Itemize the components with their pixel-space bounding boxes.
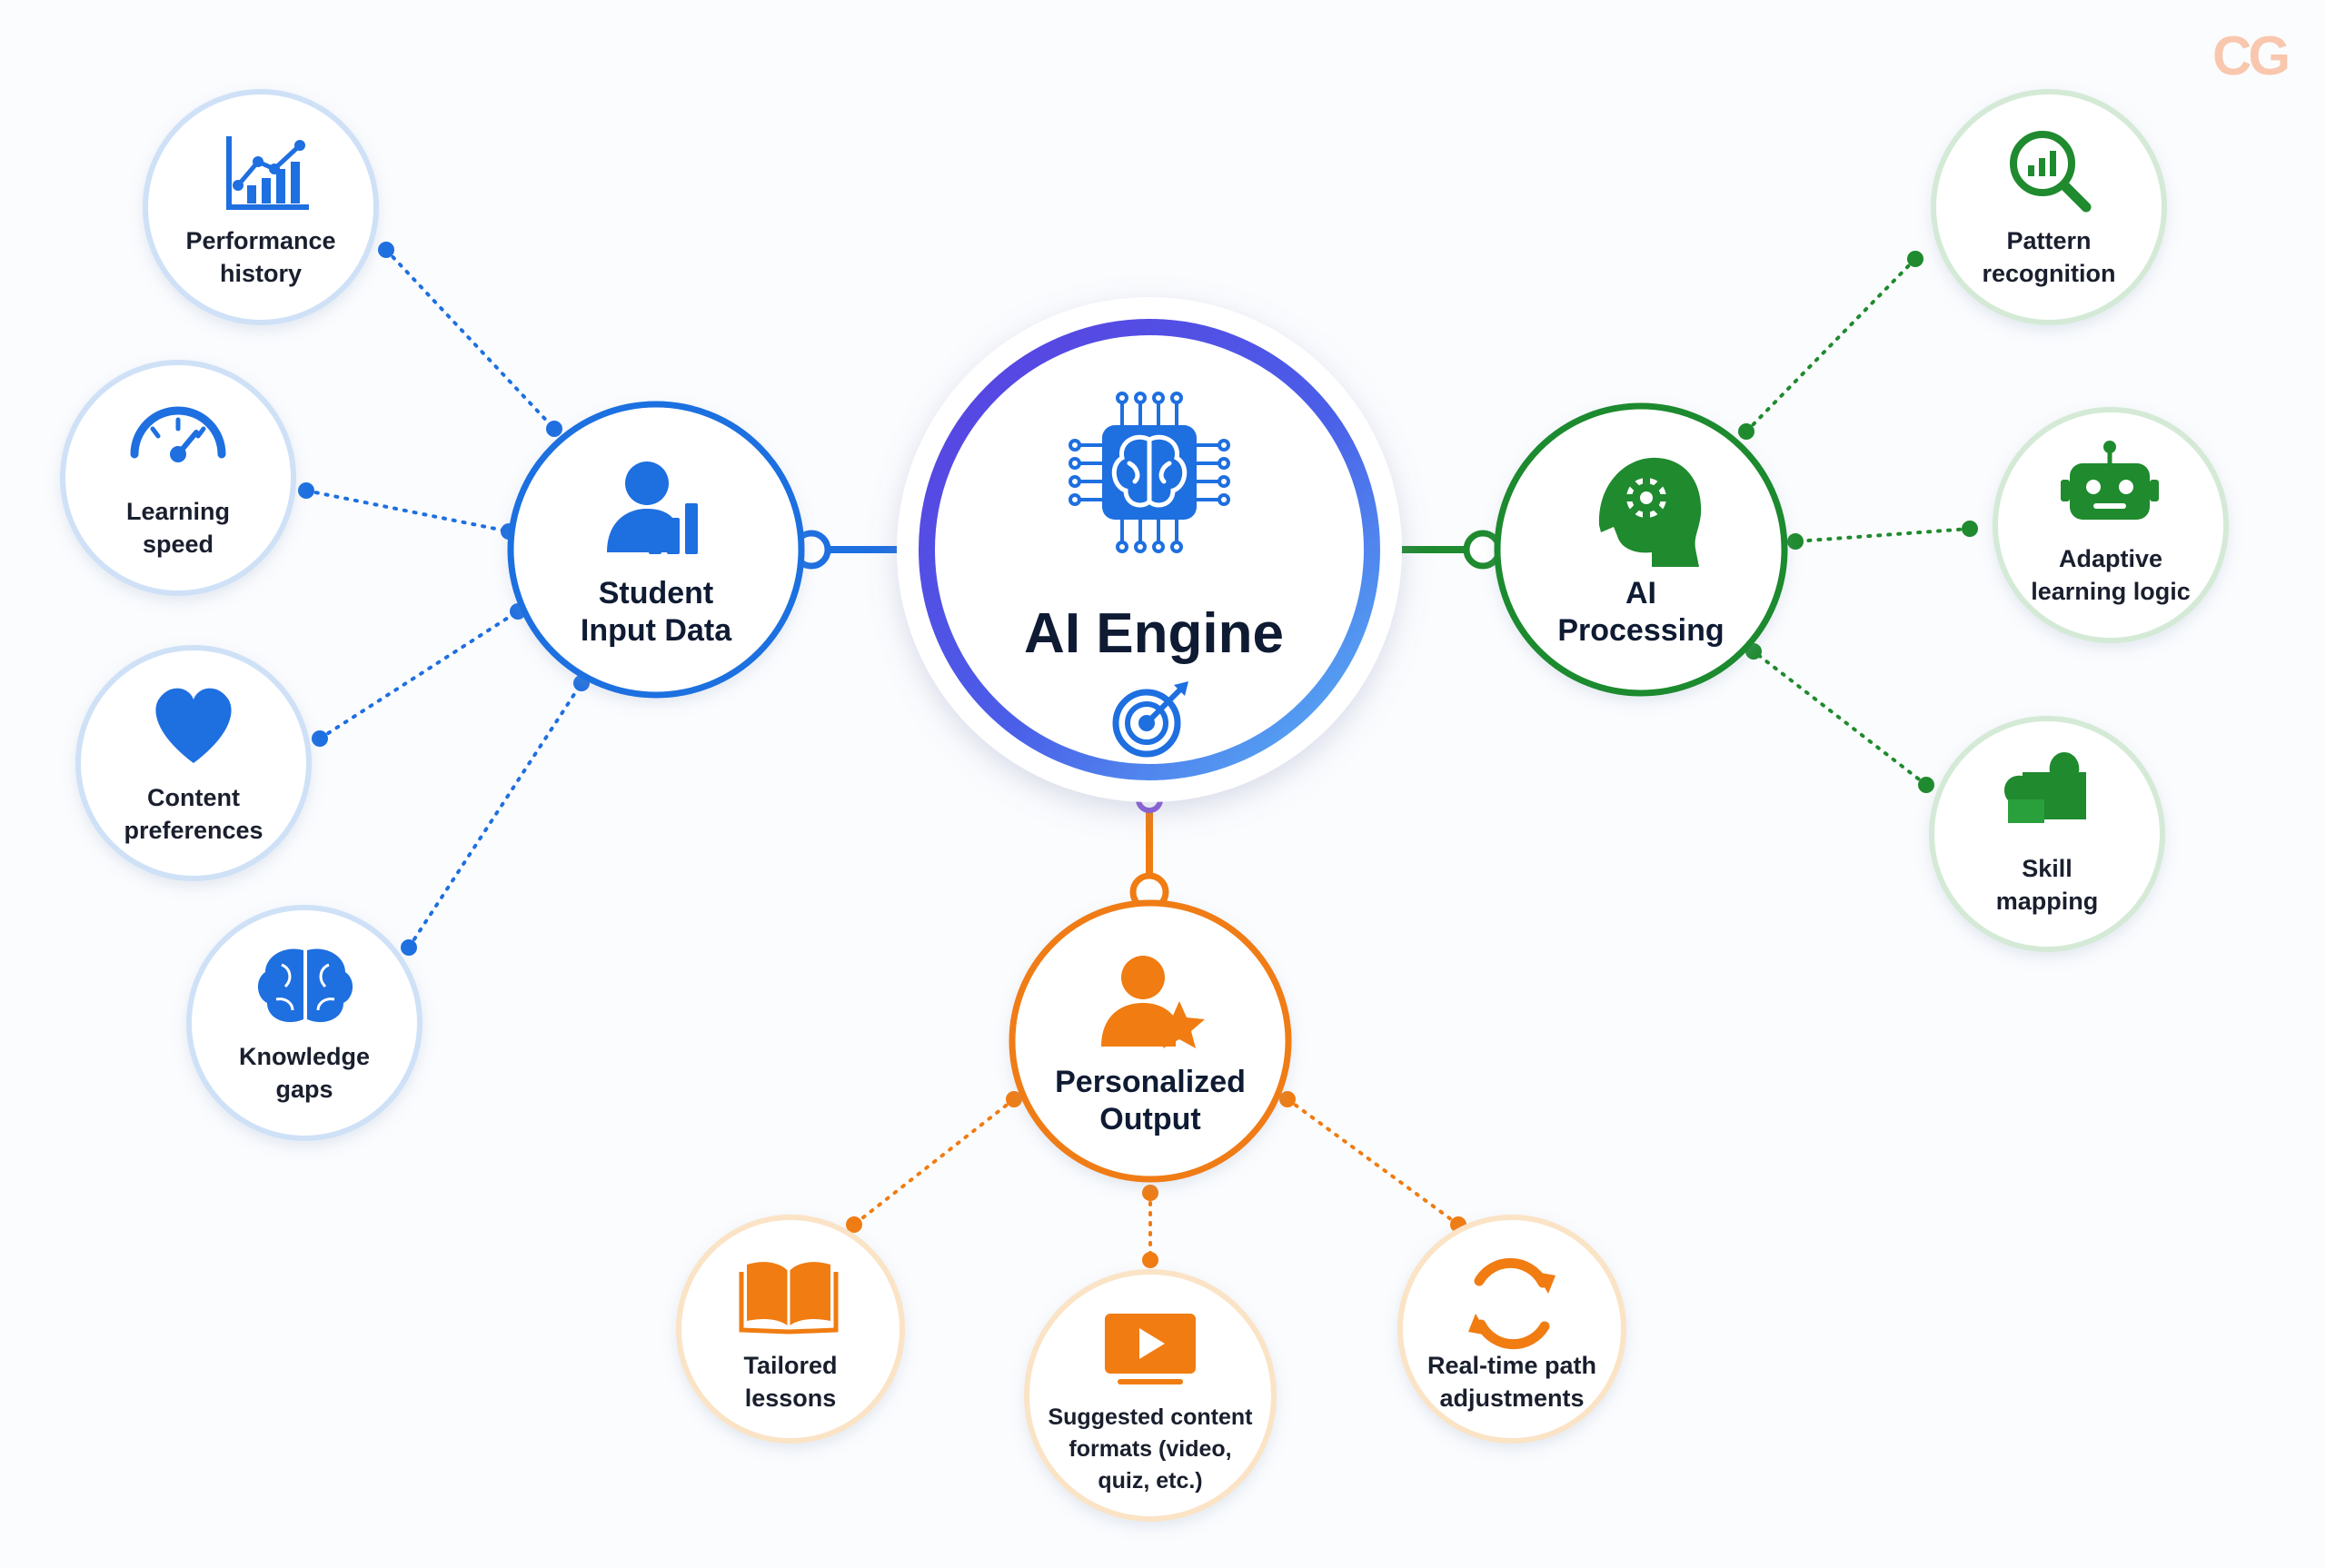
hub-processing-line2: Processing bbox=[1557, 613, 1724, 648]
puzzle-icon bbox=[2004, 752, 2086, 823]
connector-adaptive-learning bbox=[1794, 527, 1972, 543]
item-label: lessons bbox=[745, 1384, 837, 1412]
item-label: Learning bbox=[126, 498, 230, 525]
input-item-learning-speed: Learning speed bbox=[60, 360, 296, 596]
item-label: gaps bbox=[275, 1076, 333, 1103]
processing-item-pattern-recognition: Pattern recognition bbox=[1931, 89, 2167, 325]
hub-ai-processing: AI Processing bbox=[1494, 402, 1788, 697]
item-label: Adaptive bbox=[2059, 545, 2162, 572]
output-item-realtime-path-adjustments: Real-time path adjustments bbox=[1397, 1215, 1626, 1444]
item-label: Performance bbox=[185, 227, 335, 254]
input-item-content-preferences: Content preferences bbox=[75, 645, 312, 881]
hub-output-line1: Personalized bbox=[1055, 1065, 1246, 1099]
hub-output-line2: Output bbox=[1099, 1102, 1200, 1136]
connector-realtime-adjustments bbox=[1286, 1097, 1460, 1226]
item-label: recognition bbox=[1983, 260, 2116, 287]
connector-content-preferences bbox=[318, 610, 520, 740]
video-play-icon bbox=[1105, 1314, 1196, 1384]
item-label: Suggested content bbox=[1048, 1404, 1253, 1430]
connector-performance-history bbox=[384, 248, 556, 431]
hub-personalized-output: Personalized Output bbox=[1009, 899, 1292, 1183]
head-gear-icon bbox=[1598, 457, 1702, 567]
magnifier-chart-icon bbox=[2010, 131, 2092, 213]
input-item-performance-history: Performance history bbox=[143, 89, 379, 325]
item-label: history bbox=[220, 260, 302, 287]
item-label: Real-time path bbox=[1427, 1352, 1596, 1379]
item-label: speed bbox=[143, 531, 214, 558]
core-ai-engine: AI Engine bbox=[897, 297, 1402, 802]
hub-input-line1: Student bbox=[599, 576, 714, 610]
student-chart-icon bbox=[607, 461, 698, 554]
hub-input-line2: Input Data bbox=[581, 613, 732, 648]
line-chart-icon bbox=[226, 136, 309, 210]
hub-processing-line1: AI bbox=[1625, 576, 1656, 610]
person-star-icon bbox=[1101, 956, 1205, 1048]
output-item-tailored-lessons: Tailored lessons bbox=[676, 1215, 905, 1444]
item-label: quiz, etc.) bbox=[1098, 1468, 1202, 1494]
processing-item-adaptive-learning-logic: Adaptive learning logic bbox=[1993, 407, 2229, 643]
item-label: learning logic bbox=[2031, 578, 2191, 605]
brand-logo: CG bbox=[2212, 25, 2287, 86]
refresh-icon bbox=[1474, 1257, 1550, 1350]
connector-skill-mapping bbox=[1752, 650, 1928, 787]
item-label: mapping bbox=[1996, 888, 2099, 915]
item-label: formats (video, bbox=[1069, 1436, 1231, 1462]
robot-icon bbox=[2061, 441, 2159, 520]
item-label: Pattern bbox=[2006, 227, 2091, 254]
open-book-icon bbox=[739, 1262, 839, 1335]
item-label: Knowledge bbox=[239, 1043, 370, 1070]
item-label: Skill bbox=[2022, 855, 2073, 882]
core-title: AI Engine bbox=[1024, 602, 1284, 665]
target-icon bbox=[1112, 681, 1188, 758]
processing-item-skill-mapping: Skill mapping bbox=[1929, 716, 2165, 952]
speedometer-icon bbox=[130, 406, 226, 462]
item-label: adjustments bbox=[1439, 1384, 1584, 1412]
brain-icon bbox=[257, 948, 353, 1023]
item-label: Tailored bbox=[743, 1352, 837, 1379]
connector-pattern-recognition bbox=[1744, 257, 1917, 433]
connector-learning-speed bbox=[304, 489, 511, 533]
heart-icon bbox=[155, 688, 232, 763]
item-label: Content bbox=[147, 784, 240, 811]
connector-tailored-lessons bbox=[852, 1097, 1016, 1226]
hub-student-input-data: Student Input Data bbox=[507, 401, 805, 699]
input-item-knowledge-gaps: Knowledge gaps bbox=[186, 905, 422, 1141]
brain-chip-icon bbox=[1069, 392, 1230, 553]
item-label: preferences bbox=[124, 817, 263, 844]
connector-knowledge-gaps bbox=[407, 681, 583, 949]
output-item-suggested-content-formats: Suggested content formats (video, quiz, … bbox=[1024, 1269, 1277, 1522]
